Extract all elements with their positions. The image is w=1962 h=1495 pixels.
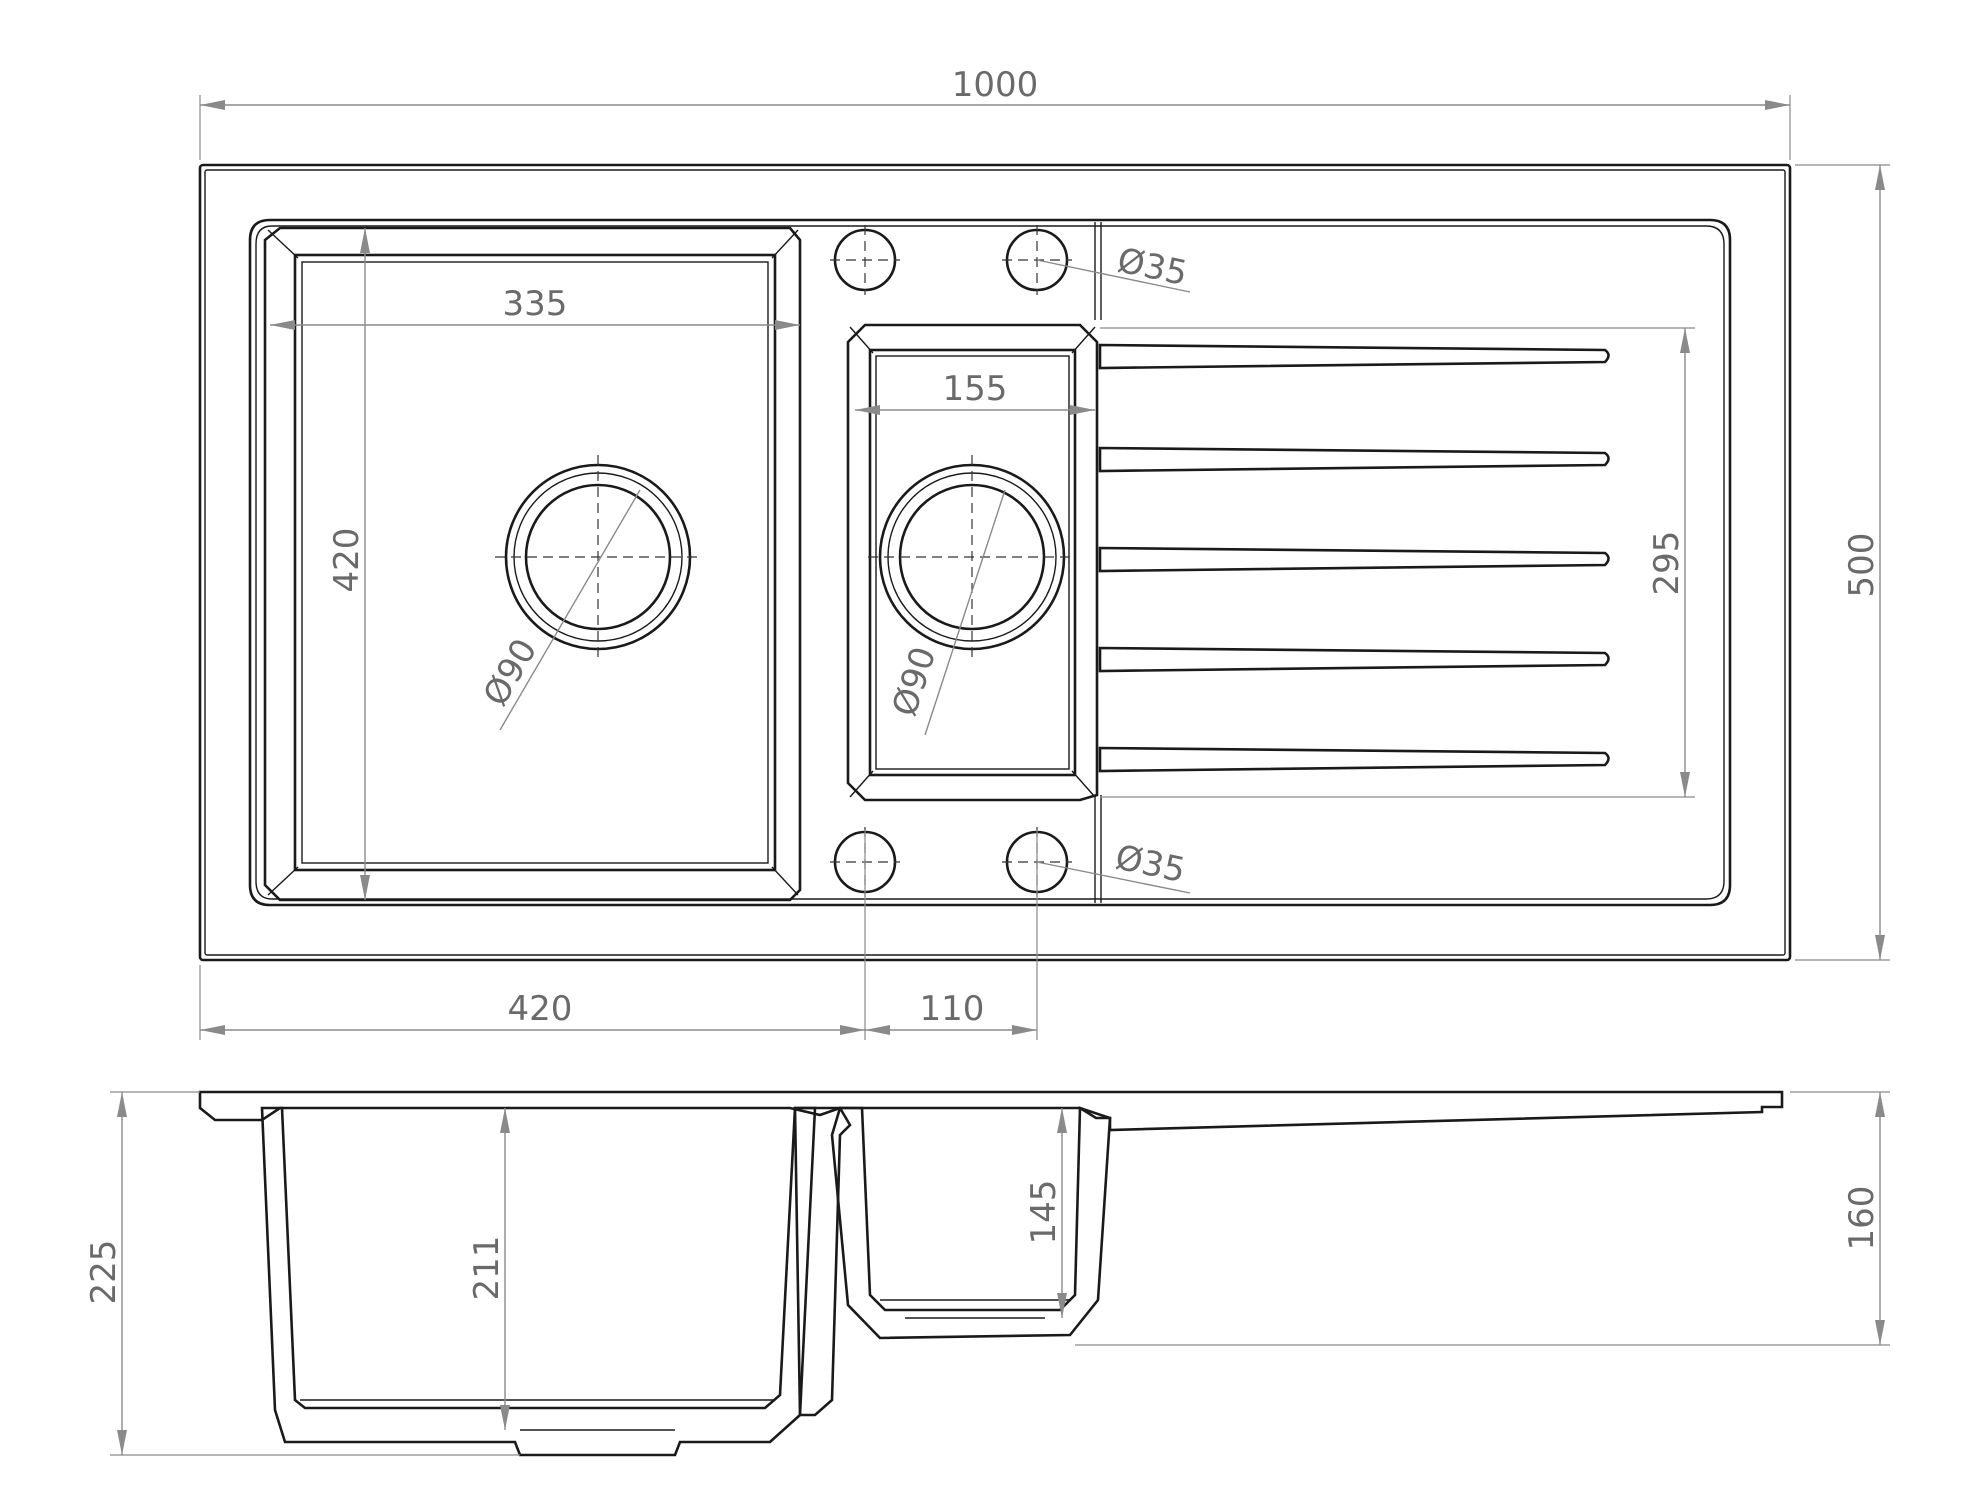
dim-drain-small: Ø90 — [885, 642, 945, 721]
dim-tap-hole-bottom: Ø35 — [1112, 837, 1189, 891]
section-dimensions: 225 211 145 160 — [84, 1091, 1890, 1456]
section-view — [198, 1090, 1784, 1457]
section-small-bowl — [830, 1106, 1112, 1340]
dim-drain-main: Ø90 — [476, 632, 546, 713]
dim-main-bowl-width: 335 — [503, 284, 568, 324]
dim-overall-width: 1000 — [952, 65, 1039, 105]
dim-total-height: 225 — [84, 1240, 124, 1305]
dim-small-bowl-depth: 145 — [1024, 1180, 1064, 1245]
drainer-grooves — [1098, 343, 1610, 773]
dim-small-bowl-width: 155 — [943, 369, 1008, 409]
dim-main-bowl-depth: 211 — [467, 1236, 507, 1301]
section-top-slab — [198, 1090, 1784, 1132]
plan-view — [198, 163, 1792, 962]
section-divider — [793, 1106, 852, 1417]
dim-drainer-height: 160 — [1842, 1186, 1882, 1251]
dim-overall-depth: 500 — [1842, 533, 1882, 598]
small-bowl — [846, 323, 1099, 802]
dim-offset-420: 420 — [508, 989, 573, 1029]
dim-tap-hole-top: Ø35 — [1114, 240, 1191, 294]
inner-rim — [248, 218, 1732, 907]
main-bowl — [263, 226, 802, 902]
section-main-bowl — [260, 1106, 817, 1457]
dim-main-bowl-length: 420 — [327, 528, 367, 593]
dim-offset-110: 110 — [920, 989, 985, 1029]
sink-outer-frame — [198, 163, 1792, 962]
dim-drainer-length: 295 — [1647, 531, 1687, 596]
